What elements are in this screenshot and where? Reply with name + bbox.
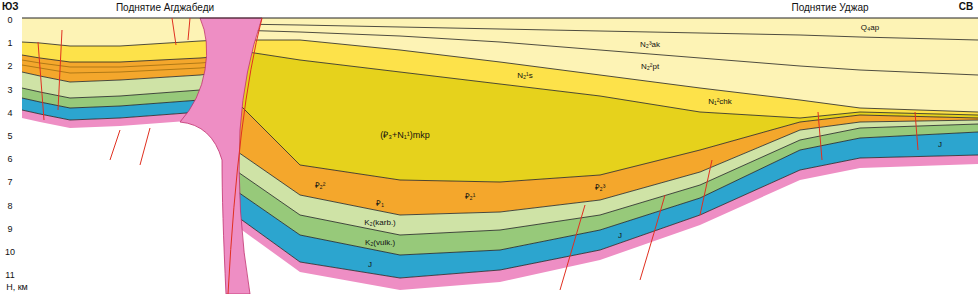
layer-label: K₂(karb.) bbox=[364, 219, 396, 227]
depth-tick: 1 bbox=[7, 39, 12, 48]
fault-line bbox=[172, 18, 176, 45]
horizon-line bbox=[235, 30, 978, 75]
horizon-line bbox=[235, 132, 978, 255]
layer-label: J bbox=[368, 261, 372, 269]
section-heading: СВ bbox=[959, 2, 973, 12]
horizon-line bbox=[235, 40, 978, 112]
depth-tick: H, км bbox=[6, 283, 28, 292]
horizon-line bbox=[235, 124, 978, 235]
layer-label: ₽₂¹ bbox=[465, 193, 476, 201]
layer-label: N₂¹s bbox=[517, 72, 533, 80]
fault-line bbox=[188, 18, 190, 40]
ground-line bbox=[22, 18, 978, 19]
fault-line bbox=[560, 205, 585, 290]
depth-tick: 8 bbox=[7, 202, 12, 211]
basement-layer bbox=[235, 155, 978, 290]
layer-label: Q₄ap bbox=[861, 24, 879, 32]
depth-tick: 11 bbox=[5, 271, 14, 280]
fault-line bbox=[140, 128, 150, 165]
depth-tick: 7 bbox=[7, 178, 12, 187]
fault-line bbox=[818, 112, 822, 160]
layer-label: ₽₂² bbox=[315, 182, 326, 190]
section-heading: ЮЗ bbox=[2, 2, 19, 12]
fault-line bbox=[38, 42, 44, 120]
fault-line bbox=[58, 30, 62, 110]
depth-tick: 9 bbox=[7, 225, 12, 234]
fault-line bbox=[700, 160, 712, 215]
fault-line bbox=[228, 18, 262, 294]
depth-tick: 4 bbox=[7, 109, 12, 118]
layer-label: ₽₁ bbox=[376, 200, 384, 208]
horizon-line bbox=[235, 50, 978, 118]
layer-label: N₁²chk bbox=[708, 98, 732, 106]
fault-line bbox=[915, 112, 918, 150]
layer-label: N₂³ak bbox=[640, 41, 660, 49]
horizon-line bbox=[235, 24, 978, 40]
depth-tick: 6 bbox=[7, 155, 12, 164]
section-heading: Поднятие Агджабеди bbox=[116, 3, 214, 13]
section-heading: Поднятие Уджар bbox=[791, 3, 868, 13]
layer-label: K₂(vulk.) bbox=[365, 239, 395, 247]
horizon-line bbox=[235, 100, 978, 182]
fault-line bbox=[640, 195, 665, 280]
layer-label: J bbox=[938, 141, 942, 149]
layer-label: N₂²pt bbox=[641, 63, 659, 71]
layer-label: (₽₃+N₁¹)mkp bbox=[380, 131, 429, 140]
depth-tick: 5 bbox=[7, 132, 12, 141]
diapir-body bbox=[180, 18, 262, 294]
horizon-line bbox=[235, 155, 978, 278]
depth-tick: 3 bbox=[7, 86, 12, 95]
layer-label: ₽₂³ bbox=[595, 184, 606, 192]
fault-line bbox=[110, 130, 120, 160]
depth-tick: 10 bbox=[5, 248, 15, 257]
layer-label: J bbox=[618, 232, 622, 240]
depth-tick: 0 bbox=[7, 16, 12, 25]
horizon-line bbox=[235, 120, 978, 215]
depth-tick: 2 bbox=[7, 62, 12, 71]
